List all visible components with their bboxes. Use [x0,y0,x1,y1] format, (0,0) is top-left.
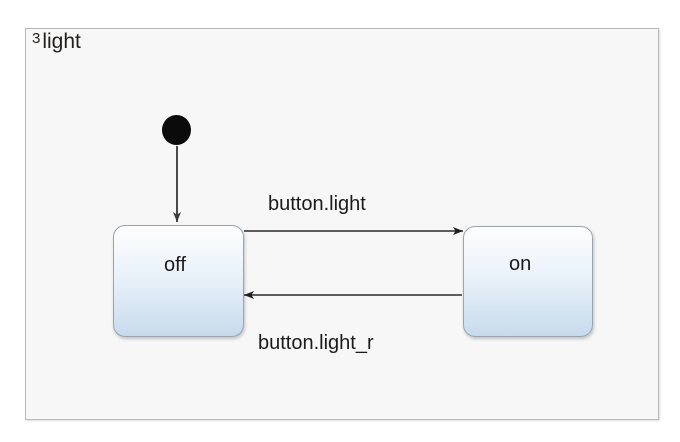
state-machine-region[interactable]: 3light [25,28,659,420]
initial-pseudostate-node[interactable] [162,115,191,145]
region-index-label: 3 [32,30,41,47]
state-label-off: off [164,254,186,276]
transition-label-button-light[interactable]: button.light [268,193,366,215]
state-node-on[interactable]: on [463,226,593,337]
state-node-off[interactable]: off [113,225,244,337]
region-title: 3light [32,31,81,52]
state-label-on: on [509,253,532,275]
transition-label-button-light-r[interactable]: button.light_r [258,332,374,354]
region-name-label: light [42,30,81,53]
